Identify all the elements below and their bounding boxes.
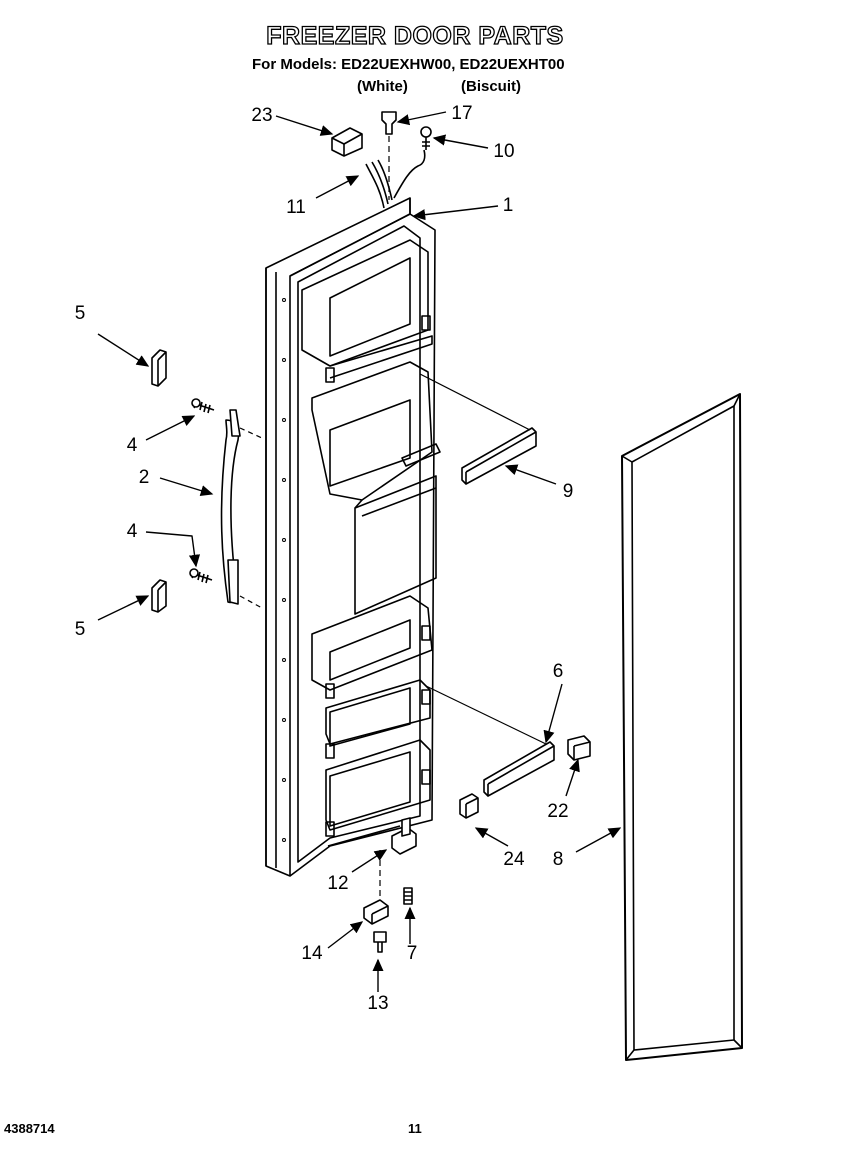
callout-7: 7 <box>406 943 418 964</box>
door-upper-bins <box>301 239 441 501</box>
door-lower-bins <box>311 595 433 847</box>
callout-14: 14 <box>301 943 323 964</box>
callout-12: 12 <box>327 873 349 894</box>
callout-1: 1 <box>502 195 514 216</box>
clip-part-24 <box>459 793 479 819</box>
variant-biscuit: (Biscuit) <box>461 78 521 95</box>
callout-23: 23 <box>251 105 273 126</box>
callout-5-lower: 5 <box>74 619 86 640</box>
screw-part-4-upper <box>191 398 215 414</box>
callout-4-upper: 4 <box>126 435 138 456</box>
callout-9: 9 <box>562 481 574 502</box>
plug-part-17 <box>381 111 397 200</box>
shelf-rail-part-9 <box>419 373 537 485</box>
callout-17: 17 <box>451 103 473 124</box>
screw-part-10 <box>420 126 432 150</box>
callout-13: 13 <box>367 993 389 1014</box>
hinge-part-12 <box>379 817 417 898</box>
screw-part-13 <box>373 931 387 953</box>
page-title: FREEZER DOOR PARTS <box>266 21 564 50</box>
callout-11: 11 <box>286 197 306 218</box>
clip-part-22 <box>567 735 591 761</box>
models-line: For Models: ED22UEXHW00, ED22UEXHT00 <box>252 56 565 73</box>
callout-4-lower: 4 <box>126 521 138 542</box>
screw-part-7 <box>403 887 413 905</box>
page-number: 11 <box>408 1121 422 1136</box>
shelf-rail-part-6 <box>425 685 555 797</box>
door-panel-part-1 <box>265 197 436 877</box>
trim-cap-part-5-upper <box>151 349 167 387</box>
trim-cap-part-5-lower <box>151 579 167 613</box>
callout-5-upper: 5 <box>74 303 86 324</box>
dispenser-housing <box>354 475 437 615</box>
callout-22: 22 <box>547 801 569 822</box>
wire-harness-part-11 <box>365 149 426 209</box>
callout-8: 8 <box>552 849 564 870</box>
variant-white: (White) <box>357 78 408 95</box>
document-number: 4388714 <box>4 1121 55 1136</box>
callout-6: 6 <box>552 661 564 682</box>
callout-24: 24 <box>503 849 525 870</box>
connector-part-23 <box>331 127 363 157</box>
door-gasket-part-8 <box>621 393 743 1061</box>
hinge-bushing-part-14 <box>363 899 389 925</box>
screw-part-4-lower <box>189 568 213 584</box>
handle-part-2 <box>220 409 263 609</box>
callout-10: 10 <box>493 141 515 162</box>
callout-leaders <box>97 111 622 992</box>
callout-2: 2 <box>138 467 150 488</box>
